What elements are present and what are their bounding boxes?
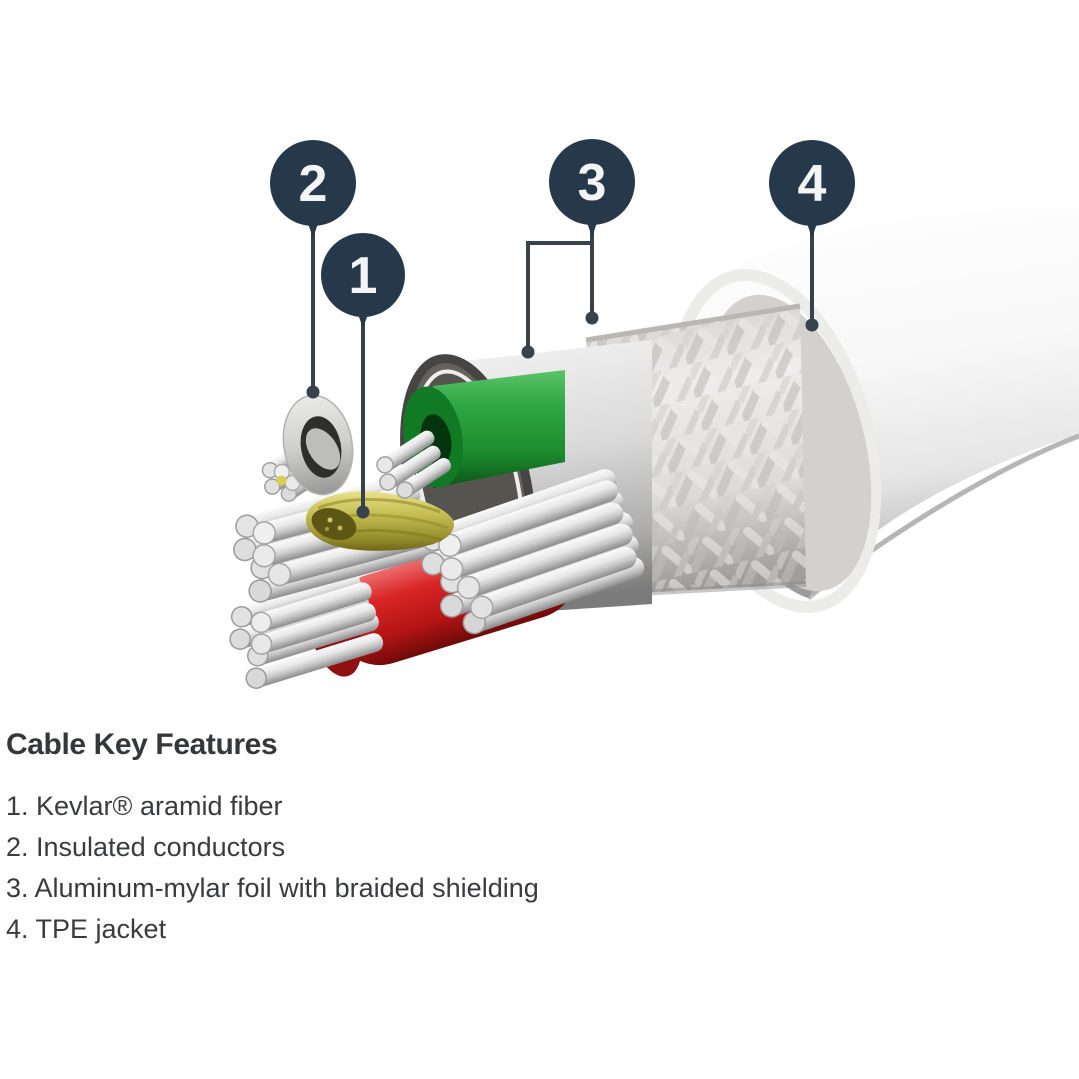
feature-item-1: 1. Kevlar® aramid fiber bbox=[6, 791, 283, 821]
callout-3-number: 3 bbox=[578, 154, 607, 212]
callout-lines bbox=[311, 223, 814, 508]
braid-top-edge bbox=[585, 303, 801, 343]
callout-dots bbox=[306, 311, 819, 519]
callout-4-dot bbox=[805, 318, 819, 332]
callout-4-marker: 4 bbox=[769, 140, 855, 238]
insulated-conductor-small bbox=[261, 394, 354, 502]
red-conductor-strands bbox=[229, 574, 384, 689]
callout-1-circle bbox=[321, 233, 405, 317]
red-strand-faces bbox=[229, 606, 273, 689]
callout-3-dot-b bbox=[521, 345, 535, 359]
left-bundle-faces bbox=[233, 514, 292, 603]
feature-item-4: 4. TPE jacket bbox=[6, 914, 167, 944]
kevlar-cut-face bbox=[311, 508, 357, 540]
green-conductor bbox=[376, 370, 565, 499]
green-conductor-body bbox=[433, 370, 565, 488]
callout-3-dot-a bbox=[585, 311, 599, 325]
key-features-legend: Cable Key Features 1. Kevlar® aramid fib… bbox=[6, 728, 539, 950]
callout-3-circle bbox=[549, 139, 635, 225]
drain-wire-bundle-right bbox=[421, 469, 645, 635]
callout-2-dot bbox=[306, 385, 320, 399]
callout-3-line bbox=[526, 223, 594, 348]
kevlar-fiber bbox=[306, 491, 454, 551]
small-conductor-inner-strands bbox=[305, 428, 341, 470]
kevlar-core-dot bbox=[276, 475, 287, 486]
callout-2-circle bbox=[270, 140, 356, 226]
features-title: Cable Key Features bbox=[6, 728, 278, 761]
feature-item-2: 2. Insulated conductors bbox=[6, 832, 286, 862]
right-bundle-faces bbox=[421, 527, 494, 635]
callout-3-marker: 3 bbox=[549, 139, 635, 237]
callout-2-number: 2 bbox=[299, 155, 328, 213]
callout-2-marker: 2 bbox=[270, 140, 356, 238]
callout-1-number: 1 bbox=[349, 247, 378, 305]
callout-1-dot bbox=[356, 505, 370, 519]
callout-4-number: 4 bbox=[798, 155, 827, 213]
feature-item-3: 3. Aluminum-mylar foil with braided shie… bbox=[6, 873, 539, 903]
callout-4-circle bbox=[769, 140, 855, 226]
green-conductor-strands bbox=[376, 430, 452, 499]
callout-1-marker: 1 bbox=[321, 233, 405, 328]
